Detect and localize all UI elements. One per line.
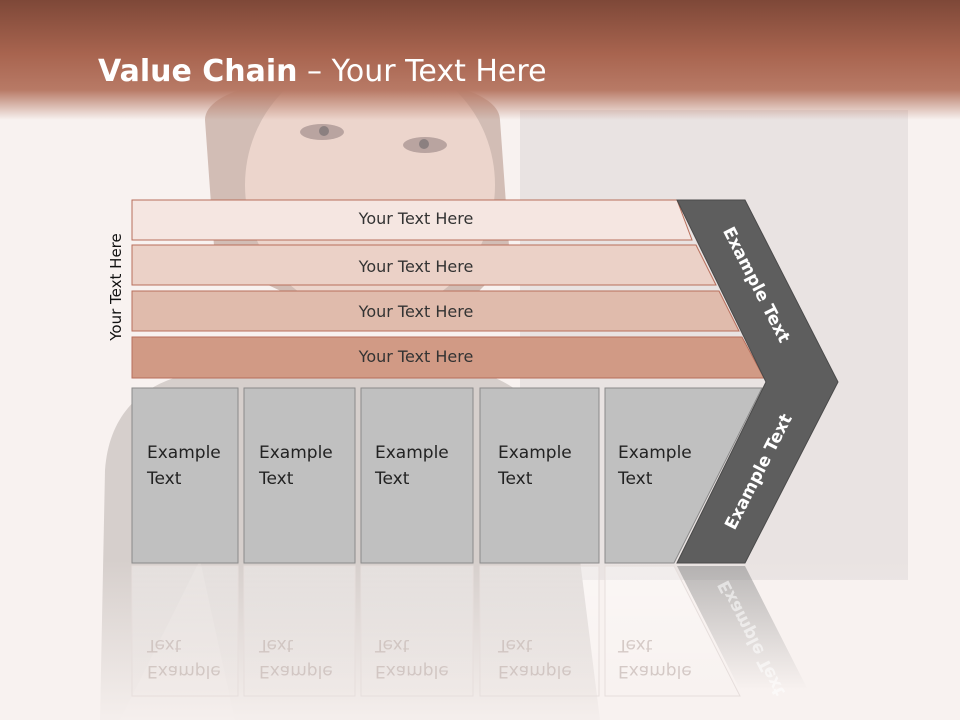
box-reflection-5: [604, 565, 741, 697]
box-reflection-4: [479, 565, 600, 697]
support-row-3-label: Your Text Here: [358, 302, 474, 321]
chevron-reflection: [677, 566, 808, 690]
box-5-line-1: Example: [618, 443, 692, 463]
box-5-line-2: Text: [618, 469, 653, 489]
box-2-line-2: Text: [259, 469, 294, 489]
primary-box-3: [360, 387, 474, 564]
title-rest: – Your Text Here: [297, 54, 547, 89]
box-4-line-1: Example: [498, 443, 572, 463]
box-reflection-1: [131, 565, 239, 697]
margin-chevron: [676, 199, 839, 564]
primary-box-1: [131, 387, 239, 564]
support-row-4-label: Your Text Here: [358, 347, 474, 366]
support-row-1: [131, 199, 693, 241]
primary-box-2: [243, 387, 356, 564]
box-2-line-1: Example: [259, 443, 333, 463]
box-1-line-2: Text: [147, 469, 182, 489]
support-row-1-label: Your Text Here: [358, 209, 474, 228]
support-row-3: [131, 290, 740, 332]
box-1-line-1: Example: [147, 443, 221, 463]
box-reflection-3: [360, 565, 474, 697]
primary-box-4: [479, 387, 600, 564]
support-row-2: [131, 244, 717, 286]
support-row-2-label: Your Text Here: [358, 257, 474, 276]
box-3-line-1: Example: [375, 443, 449, 463]
box-4-line-2: Text: [498, 469, 533, 489]
primary-box-5: [604, 387, 763, 564]
box-reflection-2: [243, 565, 356, 697]
title-bold: Value Chain: [98, 54, 298, 89]
header-band: [0, 0, 960, 120]
box-3-line-2: Text: [375, 469, 410, 489]
slide-title: Value Chain – Your Text Here: [98, 54, 547, 89]
